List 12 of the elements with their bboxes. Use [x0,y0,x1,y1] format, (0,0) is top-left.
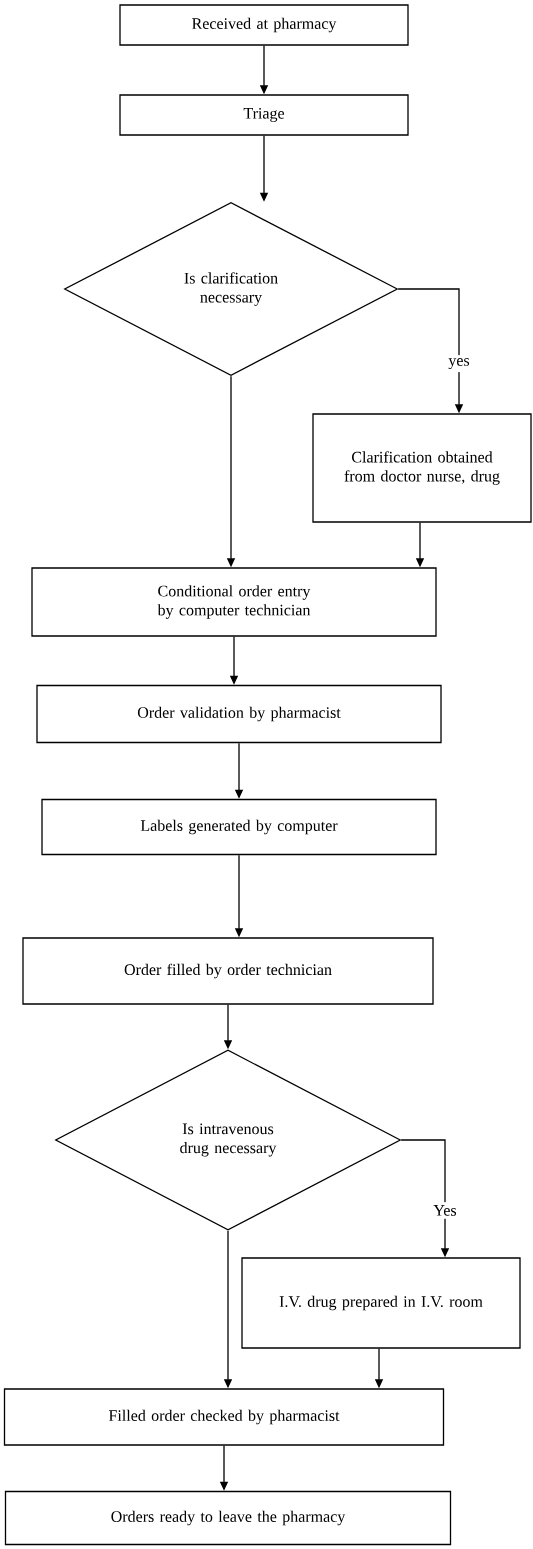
process-box: Filled order checked by pharmacist [3,1388,445,1446]
process-box: Labels generated by computer [41,798,437,856]
process-box: Conditional order entry by computer technician [31,567,437,637]
edge-label: Yes [430,1202,460,1219]
process-box: Clarification obtained from doctor nurse, drug [312,413,532,523]
process-box: I.V. drug prepared in I.V. room [241,1257,521,1349]
process-box: Order filled by order technician [22,937,434,1005]
process-box: Orders ready to leave the pharmacy [4,1490,452,1546]
edge-label: yes [445,355,473,373]
process-box: Order validation by pharmacist [36,684,442,744]
process-box: Triage [119,94,409,136]
process-box: Received at pharmacy [119,4,409,46]
